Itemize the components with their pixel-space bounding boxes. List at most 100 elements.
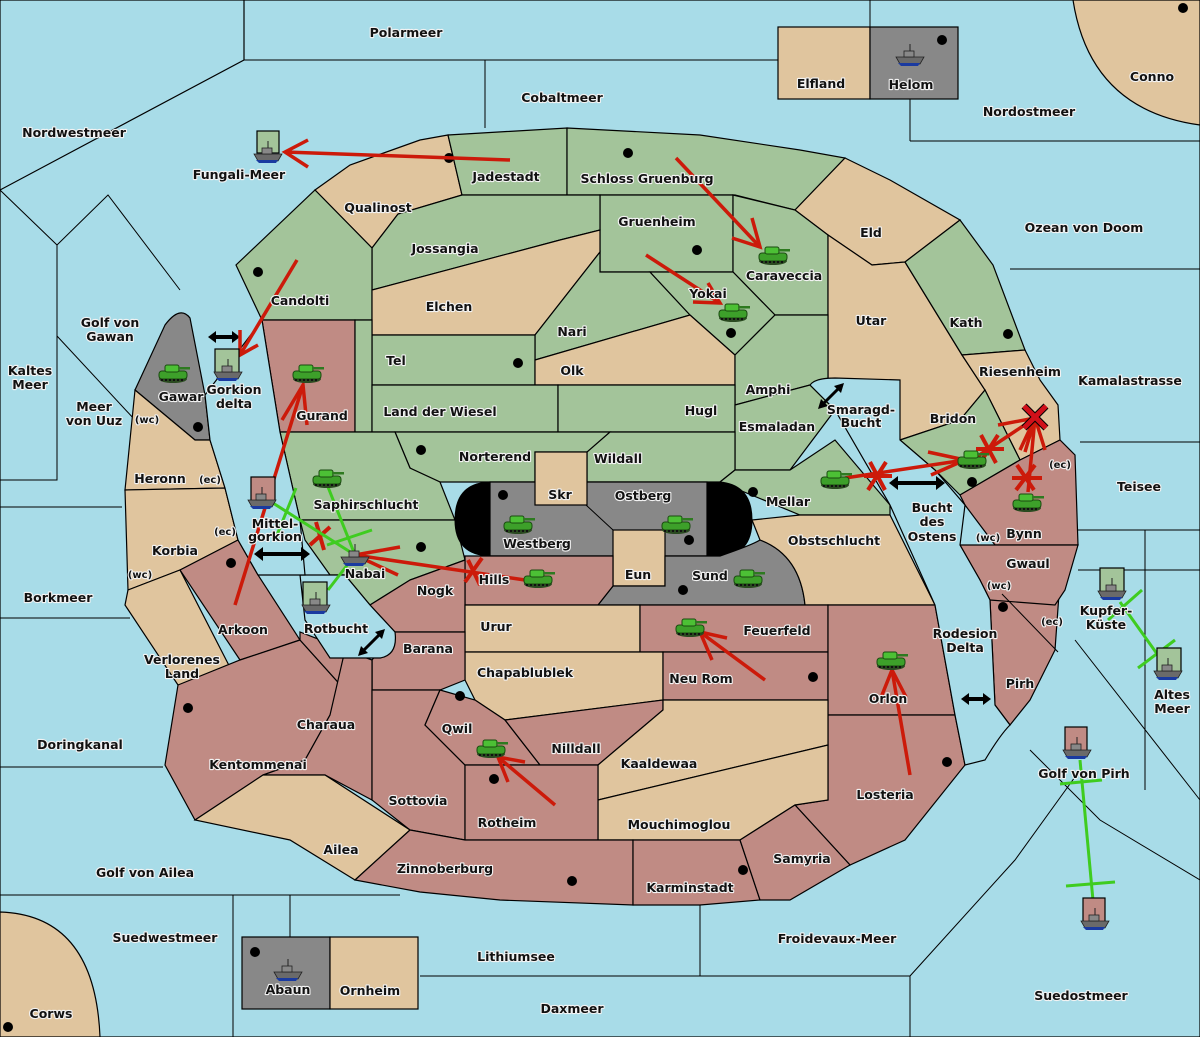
fleet-unit-kupfer-kueste[interactable]: [1097, 567, 1127, 601]
supply-center-icon: [937, 35, 947, 45]
label-gawar: Gawar: [159, 389, 205, 404]
label-suedostmeer: Suedostmeer: [1034, 988, 1128, 1003]
supply-center-icon: [738, 865, 748, 875]
label-smaragd-bucht: Bucht: [841, 415, 882, 430]
label-borkmeer: Borkmeer: [24, 590, 94, 605]
support-orders: [264, 486, 1176, 923]
supply-center-icon: [748, 487, 758, 497]
label-cobaltmeer: Cobaltmeer: [521, 90, 603, 105]
region-ornheim[interactable]: [329, 936, 419, 1010]
supply-center-icon: [513, 358, 523, 368]
label-daxmeer: Daxmeer: [540, 1001, 604, 1016]
coast-tag-korbia-wc: (wc): [128, 570, 152, 581]
region-skr[interactable]: [534, 451, 588, 506]
label-obstschlucht: Obstschlucht: [788, 533, 880, 548]
label-neu-rom: Neu Rom: [669, 671, 732, 686]
label-bridon: Bridon: [930, 411, 976, 426]
label-skr: Skr: [548, 487, 572, 502]
label-altes-meer: Meer: [1154, 701, 1190, 716]
label-ornheim: Ornheim: [340, 983, 400, 998]
label-gruenheim: Gruenheim: [618, 214, 695, 229]
label-caraveccia: Caraveccia: [746, 268, 822, 283]
supply-center-icon: [416, 542, 426, 552]
label-korbia: Korbia: [152, 543, 198, 558]
double-arrow-icon: [818, 383, 844, 409]
region-corws[interactable]: [0, 911, 101, 1037]
label-zinnoberburg: Zinnoberburg: [397, 861, 493, 876]
cross-icon: [463, 556, 484, 586]
region-gruenheim[interactable]: [599, 194, 734, 273]
label-suedwestmeer: Suedwestmeer: [113, 930, 219, 945]
label-doringkanal: Doringkanal: [37, 737, 123, 752]
supply-center-icon: [416, 445, 426, 455]
supply-center-icon: [193, 422, 203, 432]
region-conno[interactable]: [1072, 0, 1200, 126]
region-samyria[interactable]: [739, 804, 851, 901]
label-verlorenes-land: Land: [165, 666, 199, 681]
label-ailea: Ailea: [323, 842, 358, 857]
coast-tag-bynn-wc: (wc): [976, 533, 1000, 544]
support-line: [1059, 759, 1116, 923]
border: [56, 335, 136, 421]
label-gorkion-delta: Gorkion: [206, 382, 261, 397]
region-kath[interactable]: [904, 219, 1026, 356]
region-karminstadt[interactable]: [632, 839, 761, 906]
region-bynn[interactable]: [959, 439, 1079, 546]
label-rodesion-delta: Rodesion: [933, 626, 998, 641]
label-elchen: Elchen: [426, 299, 473, 314]
move-arrow: [281, 138, 511, 169]
label-meer-von-uuz: Meer: [76, 399, 112, 414]
coast-tag-gwaul-ec: (ec): [1041, 617, 1063, 628]
label-meer-von-uuz: von Uuz: [66, 413, 122, 428]
supply-center-icon: [1003, 329, 1013, 339]
label-heronn: Heronn: [134, 471, 186, 486]
label-lithiumsee: Lithiumsee: [477, 949, 555, 964]
region-zinnoberburg[interactable]: [353, 829, 634, 906]
supply-center-icon: [726, 328, 736, 338]
label-corws: Corws: [30, 1006, 73, 1021]
label-teisee: Teisee: [1117, 479, 1161, 494]
label-gurand: Gurand: [296, 408, 348, 423]
label-sottovia: Sottovia: [389, 793, 448, 808]
region-arkoon[interactable]: [179, 539, 301, 661]
label-barana: Barana: [403, 641, 453, 656]
coast-tag-gawar-wc: (wc): [135, 415, 159, 426]
label-rotheim: Rotheim: [478, 815, 537, 830]
border: [1074, 639, 1200, 801]
canal-connections: [208, 331, 991, 705]
supply-center-icon: [253, 267, 263, 277]
fleet-unit-mittelgorkion[interactable]: [247, 476, 277, 510]
coast-tag-heronn-ec: (ec): [199, 475, 221, 486]
label-abaun: Abaun: [266, 982, 311, 997]
label-nari: Nari: [557, 324, 586, 339]
units: [158, 43, 1183, 982]
label-golf-von-gawan: Golf von: [81, 315, 140, 330]
fleet-unit-fungali-meer[interactable]: [253, 130, 283, 164]
fleet-unit-altes-meer[interactable]: [1153, 647, 1183, 681]
label-hills: Hills: [479, 572, 510, 587]
label-utar: Utar: [856, 313, 888, 328]
fleet-unit-gorkion-delta[interactable]: [213, 348, 243, 382]
label-mouchimoglou: Mouchimoglou: [628, 817, 731, 832]
supply-center-icon: [1178, 3, 1188, 13]
region-obstschlucht[interactable]: [751, 514, 936, 606]
label-pirh: Pirh: [1006, 676, 1035, 691]
label-eld: Eld: [860, 225, 882, 240]
label-qualinost: Qualinost: [344, 200, 411, 215]
label-nordostmeer: Nordostmeer: [983, 104, 1076, 119]
supply-center-icon: [998, 602, 1008, 612]
move-arrow: [878, 665, 912, 776]
cross-icon: [1021, 403, 1049, 431]
fleet-unit-suedostmeer[interactable]: [1080, 897, 1110, 931]
label-esmaladan: Esmaladan: [739, 419, 815, 434]
move-arrow: [674, 156, 763, 250]
fleet-unit-rotbucht[interactable]: [301, 581, 331, 615]
label-samyria: Samyria: [773, 851, 831, 866]
double-arrow-icon: [358, 629, 385, 656]
supply-center-icon: [489, 774, 499, 784]
label-karminstadt: Karminstadt: [646, 880, 733, 895]
fleet-unit-golf-von-pirh[interactable]: [1062, 726, 1092, 760]
label-ozean-von-doom: Ozean von Doom: [1025, 220, 1144, 235]
